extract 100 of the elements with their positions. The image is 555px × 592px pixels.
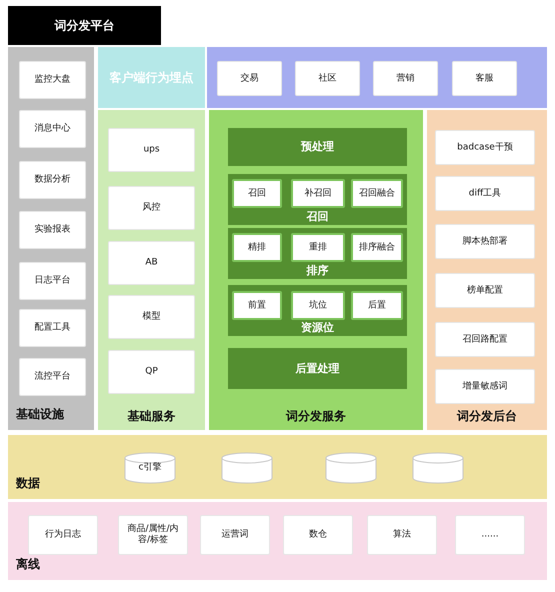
database-cylinder <box>125 453 175 483</box>
panel-heading: 基础服务 <box>126 409 176 424</box>
module-label: 增量敏感词 <box>462 380 508 392</box>
module-label: 排序融合 <box>358 242 396 254</box>
module-panel <box>98 47 205 108</box>
module-label: 实验报表 <box>34 224 72 236</box>
group-heading: 排序 <box>305 264 330 278</box>
database-cylinder <box>413 453 463 483</box>
process-label: 后置处理 <box>294 362 340 376</box>
module-label: 交易 <box>240 72 260 84</box>
process-label: 预处理 <box>300 140 335 154</box>
module-label: 风控 <box>142 202 162 214</box>
module-box <box>435 322 535 357</box>
module-label: 行为日志 <box>44 529 82 541</box>
module-box <box>108 241 195 285</box>
module-box <box>232 179 282 208</box>
module-label: 脚本热部署 <box>462 236 508 248</box>
module-box <box>28 515 98 555</box>
module-box <box>283 515 353 555</box>
module-box <box>19 61 86 99</box>
module-label: 重排 <box>308 242 328 254</box>
module-box <box>295 61 360 96</box>
module-box <box>19 211 86 249</box>
process-bar <box>228 348 407 389</box>
module-box <box>373 61 438 96</box>
module-label: ups <box>142 144 161 156</box>
module-label: AB <box>144 257 159 269</box>
module-label: 召回 <box>247 188 267 200</box>
module-label: 数据分析 <box>34 174 72 186</box>
module-box <box>108 186 195 230</box>
process-bar <box>228 128 407 166</box>
module-label: 配置工具 <box>34 322 72 334</box>
database-cylinder <box>222 453 272 483</box>
module-label: 客服 <box>474 72 494 84</box>
layer-panel <box>209 110 423 430</box>
module-box <box>118 515 188 555</box>
module-box <box>351 291 403 320</box>
module-label: QP <box>144 366 159 378</box>
database-cylinder <box>326 453 376 483</box>
title-text: 词分发平台 <box>53 18 116 33</box>
layer-panel <box>8 435 547 499</box>
module-box <box>19 161 86 199</box>
module-label: 召回融合 <box>358 188 396 200</box>
stage-group <box>228 228 407 279</box>
module-label: 模型 <box>142 311 162 323</box>
module-label: badcase干预 <box>456 142 514 154</box>
module-label: 运营词 <box>220 529 250 541</box>
layer-panel <box>427 110 547 430</box>
module-box <box>367 515 437 555</box>
module-box <box>291 179 345 208</box>
module-label: 消息中心 <box>34 123 72 135</box>
module-label: 日志平台 <box>34 275 72 287</box>
module-box <box>108 350 195 394</box>
module-box <box>435 176 535 211</box>
module-box <box>19 110 86 148</box>
module-label: 后置 <box>367 300 387 312</box>
panel-heading: 词分发服务 <box>284 409 347 424</box>
module-box <box>351 179 403 208</box>
module-box <box>232 233 282 262</box>
module-box <box>291 233 345 262</box>
title-bar <box>8 6 161 45</box>
panel-heading: 离线 <box>16 557 40 572</box>
module-box <box>291 291 345 320</box>
business-band <box>207 47 547 108</box>
module-box <box>19 262 86 300</box>
module-label: 精排 <box>247 242 267 254</box>
module-box <box>200 515 270 555</box>
module-label: 商品/属性/内容/标签 <box>126 524 180 546</box>
module-label: 监控大盘 <box>34 74 72 86</box>
stage-group <box>228 174 407 225</box>
module-label: 前置 <box>247 300 267 312</box>
panel-heading: 基础设施 <box>16 407 64 422</box>
module-label: diff工具 <box>468 188 502 200</box>
module-label: ...... <box>480 529 500 541</box>
module-label: 坑位 <box>308 300 328 312</box>
database-label: c引擎 <box>138 462 162 474</box>
module-box <box>217 61 282 96</box>
module-box <box>108 295 195 339</box>
module-label: 算法 <box>392 529 412 541</box>
layer-panel <box>8 47 94 430</box>
panel-heading: 客户端行为埋点 <box>108 70 194 85</box>
layer-panel <box>8 502 547 580</box>
module-label: 榜单配置 <box>466 284 504 296</box>
layer-panel <box>98 110 205 430</box>
module-label: 流控平台 <box>34 371 72 383</box>
panel-heading: 词分发后台 <box>456 409 518 424</box>
module-box <box>435 130 535 165</box>
module-label: 补召回 <box>304 188 332 200</box>
module-box <box>435 273 535 308</box>
module-box <box>435 224 535 259</box>
module-label: 营销 <box>396 72 416 84</box>
module-label: 社区 <box>318 72 338 84</box>
module-box <box>232 291 282 320</box>
module-box <box>351 233 403 262</box>
module-box <box>452 61 517 96</box>
module-label: 召回路配置 <box>462 334 508 346</box>
module-box <box>19 309 86 347</box>
group-heading: 召回 <box>306 210 330 224</box>
stage-group <box>228 285 407 336</box>
group-heading: 资源位 <box>300 321 335 335</box>
